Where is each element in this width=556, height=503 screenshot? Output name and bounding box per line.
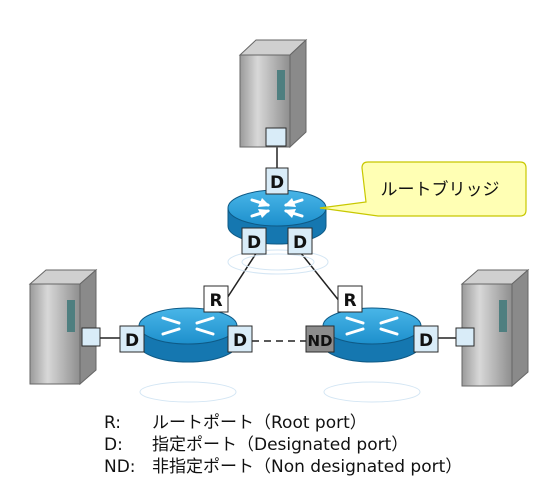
- port-left-server: [119, 325, 145, 353]
- right-server-nic: [455, 327, 475, 347]
- switch-right: [322, 307, 422, 363]
- port-left-up: [203, 285, 229, 313]
- port-right-right-label: D: [419, 331, 433, 351]
- legend-key: R:: [104, 413, 122, 433]
- legend-text: 非指定ポート（Non designated port）: [152, 457, 463, 477]
- port-root-right-label: D: [293, 233, 307, 253]
- port-right-right: [413, 325, 439, 353]
- port-root-left: [241, 227, 267, 255]
- port-right-up: [337, 285, 363, 313]
- legend: R: ルートポート（Root port） D: 指定ポート（Designated p…: [104, 412, 462, 478]
- port-left-right-label: D: [233, 331, 247, 351]
- port-left-right: [227, 325, 253, 353]
- root-bridge-callout: ルートブリッジ: [319, 161, 527, 217]
- legend-row-designated: D: 指定ポート（Designated port）: [104, 434, 462, 456]
- legend-row-non-designated: ND: 非指定ポート（Non designated port）: [104, 456, 462, 478]
- server-left: [28, 268, 98, 386]
- legend-text: 指定ポート（Designated port）: [152, 435, 409, 455]
- legend-row-root: R: ルートポート（Root port）: [104, 412, 462, 434]
- legend-key: ND:: [104, 457, 136, 477]
- legend-key: D:: [104, 435, 123, 455]
- port-root-top: [265, 167, 289, 195]
- port-root-right: [287, 227, 313, 255]
- port-left-server-label: D: [125, 331, 139, 351]
- port-left-up-label: R: [209, 291, 222, 311]
- switch-left: [138, 307, 238, 363]
- callout-label: ルートブリッジ: [381, 179, 500, 200]
- port-right-left-label: ND: [307, 332, 332, 350]
- top-server-nic: [265, 127, 287, 147]
- port-root-top-label: D: [270, 173, 284, 193]
- port-labels: D D D R R D D ND D: [119, 167, 439, 353]
- left-server-nic: [81, 327, 101, 347]
- server-top: [238, 38, 308, 149]
- port-right-up-label: R: [343, 291, 356, 311]
- legend-text: ルートポート（Root port）: [152, 413, 367, 433]
- port-right-left: [305, 325, 335, 353]
- shadow-rings: [139, 249, 421, 403]
- port-root-left-label: D: [247, 233, 261, 253]
